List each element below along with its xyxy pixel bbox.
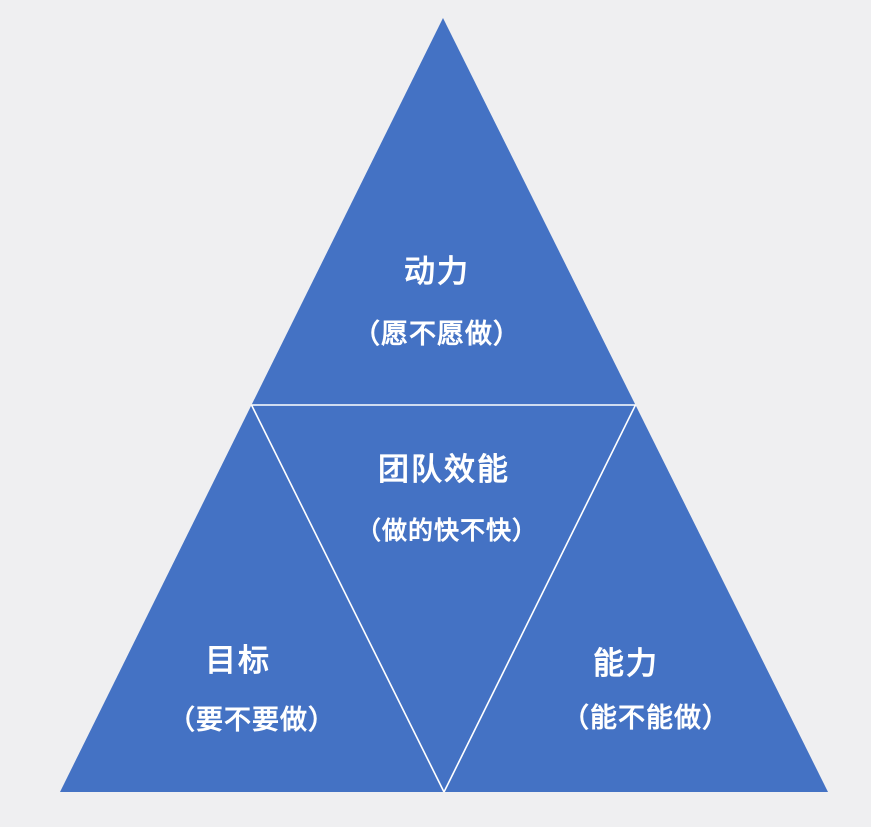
section-top-title: 动力 xyxy=(404,254,470,290)
section-bottom-right-subtitle: （能不能做） xyxy=(562,702,730,734)
section-center-subtitle: （做的快不快） xyxy=(356,516,538,545)
section-bottom-left-subtitle: （要不要做） xyxy=(168,705,336,736)
section-bottom-left-title: 目标 xyxy=(205,643,271,679)
section-center-title: 团队效能 xyxy=(378,452,510,488)
section-top-subtitle: （愿不愿做） xyxy=(353,319,521,350)
divider-line-left xyxy=(250,404,445,793)
section-bottom-right-title: 能力 xyxy=(593,646,659,682)
divider-line-right xyxy=(443,404,637,793)
